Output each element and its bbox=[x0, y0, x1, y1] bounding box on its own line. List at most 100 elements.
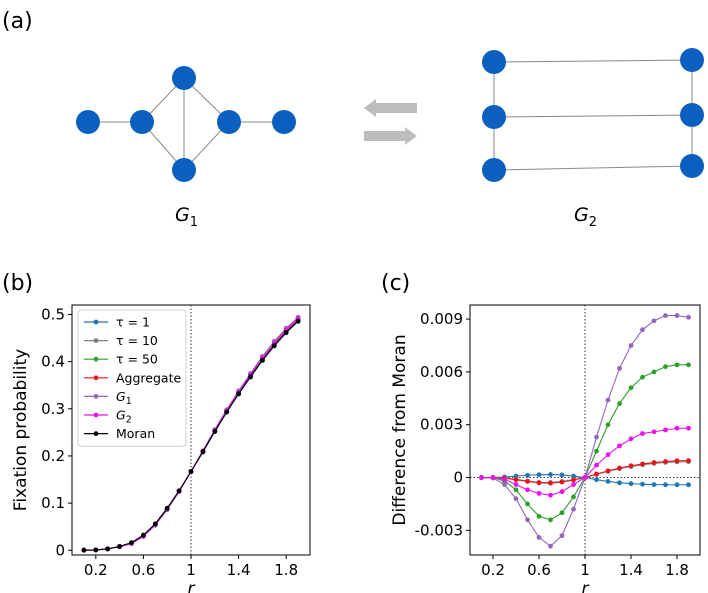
data-point-G2 bbox=[536, 490, 542, 496]
data-point-moran bbox=[129, 540, 134, 546]
legend-label-tau10: τ = 10 bbox=[116, 333, 158, 348]
data-point-tau1 bbox=[548, 472, 553, 477]
y-tick-label: 0.4 bbox=[41, 353, 65, 371]
data-point-tau1 bbox=[559, 472, 565, 478]
x-tick-label: 0.6 bbox=[131, 561, 155, 579]
g1-node bbox=[172, 66, 196, 90]
data-point-moran bbox=[81, 547, 87, 553]
data-point-moran bbox=[188, 469, 194, 474]
data-point-G1 bbox=[617, 365, 622, 371]
legend-label-moran: Moran bbox=[116, 426, 155, 441]
x-axis-label: r bbox=[188, 579, 196, 593]
data-point-tau1 bbox=[686, 482, 691, 488]
data-point-moran bbox=[260, 357, 265, 363]
data-point-tau1 bbox=[617, 480, 622, 486]
legend-marker-moran bbox=[93, 431, 99, 436]
data-point-G2 bbox=[559, 489, 565, 495]
data-point-G2 bbox=[663, 427, 668, 433]
data-point-aggregate bbox=[628, 463, 634, 469]
data-point-aggregate bbox=[674, 458, 680, 464]
data-point-tau1 bbox=[640, 481, 645, 487]
data-point-moran bbox=[93, 547, 99, 553]
data-point-G2 bbox=[502, 476, 507, 482]
data-point-G1 bbox=[525, 517, 530, 523]
right-arrow-icon bbox=[364, 127, 417, 145]
data-point-G1 bbox=[502, 482, 507, 487]
legend-label-tau1: τ = 1 bbox=[116, 315, 150, 330]
g2-node bbox=[680, 48, 704, 72]
legend-label-G1: G1 bbox=[116, 389, 132, 407]
data-point-G1 bbox=[640, 327, 645, 333]
y-tick-label: 0.009 bbox=[420, 310, 463, 328]
y-tick-label: 0.1 bbox=[41, 494, 65, 512]
data-point-G1 bbox=[605, 397, 611, 403]
data-point-G2 bbox=[628, 436, 634, 442]
left-arrow-icon bbox=[364, 99, 417, 117]
data-point-tau1 bbox=[594, 477, 599, 483]
y-tick-label: -0.003 bbox=[415, 521, 463, 539]
data-point-moran bbox=[283, 329, 289, 335]
graph-g2: G2 bbox=[482, 48, 704, 230]
data-point-tau50 bbox=[559, 510, 565, 516]
data-point-G1 bbox=[651, 318, 657, 324]
panel-b-label: (b) bbox=[2, 271, 33, 296]
data-point-tau50 bbox=[525, 501, 530, 507]
data-point-aggregate bbox=[605, 468, 611, 474]
data-point-G1 bbox=[594, 434, 599, 440]
y-tick-label: 0 bbox=[453, 469, 463, 487]
data-point-G1 bbox=[559, 533, 565, 539]
x-tick-label: 1.8 bbox=[274, 561, 298, 579]
data-point-G2 bbox=[651, 429, 657, 435]
data-point-G2 bbox=[513, 482, 519, 487]
graph-g1: G1 bbox=[76, 66, 296, 230]
data-point-tau50 bbox=[663, 364, 668, 370]
data-point-G2 bbox=[490, 475, 496, 480]
data-point-tau50 bbox=[605, 422, 611, 428]
data-point-aggregate bbox=[594, 471, 599, 477]
data-point-moran bbox=[200, 449, 206, 455]
data-point-G1 bbox=[536, 534, 542, 540]
data-point-G1 bbox=[548, 543, 553, 549]
x-tick-label: 1.4 bbox=[619, 561, 643, 579]
data-point-tau50 bbox=[548, 517, 553, 523]
y-axis-label: Difference from Moran bbox=[390, 334, 410, 525]
g2-edge bbox=[493, 114, 693, 118]
data-point-tau50 bbox=[617, 401, 622, 406]
data-point-tau50 bbox=[513, 487, 519, 493]
data-point-moran bbox=[295, 318, 301, 324]
data-point-tau50 bbox=[536, 513, 542, 519]
y-tick-label: 0.2 bbox=[41, 447, 65, 465]
legend-box bbox=[77, 309, 187, 447]
data-point-tau1 bbox=[628, 481, 634, 487]
data-point-tau50 bbox=[628, 385, 634, 391]
panel-c-label: (c) bbox=[381, 271, 410, 296]
data-point-moran bbox=[248, 374, 253, 380]
x-axis-label: r bbox=[582, 579, 590, 593]
data-point-moran bbox=[164, 505, 170, 511]
data-point-G1 bbox=[513, 496, 519, 502]
data-point-G2 bbox=[479, 475, 484, 480]
data-point-moran bbox=[176, 488, 182, 494]
data-point-G2 bbox=[525, 487, 530, 493]
legend-marker-G2 bbox=[93, 412, 99, 418]
data-point-G2 bbox=[571, 482, 576, 487]
data-point-aggregate bbox=[651, 460, 657, 465]
data-point-aggregate bbox=[686, 458, 691, 464]
data-point-aggregate bbox=[513, 477, 519, 483]
data-point-G1 bbox=[686, 314, 691, 320]
data-point-moran bbox=[152, 521, 158, 527]
g2-edge bbox=[493, 165, 693, 171]
g2-node bbox=[482, 105, 506, 129]
y-tick-label: 0 bbox=[55, 541, 65, 559]
g1-node bbox=[272, 110, 296, 134]
y-tick-label: 0.3 bbox=[41, 400, 65, 418]
x-tick-label: 1 bbox=[580, 561, 590, 579]
legend-label-aggregate: Aggregate bbox=[116, 370, 181, 385]
data-point-tau50 bbox=[640, 374, 645, 380]
data-point-tau1 bbox=[525, 472, 530, 478]
data-point-aggregate bbox=[559, 479, 565, 485]
data-point-tau50 bbox=[686, 362, 691, 368]
